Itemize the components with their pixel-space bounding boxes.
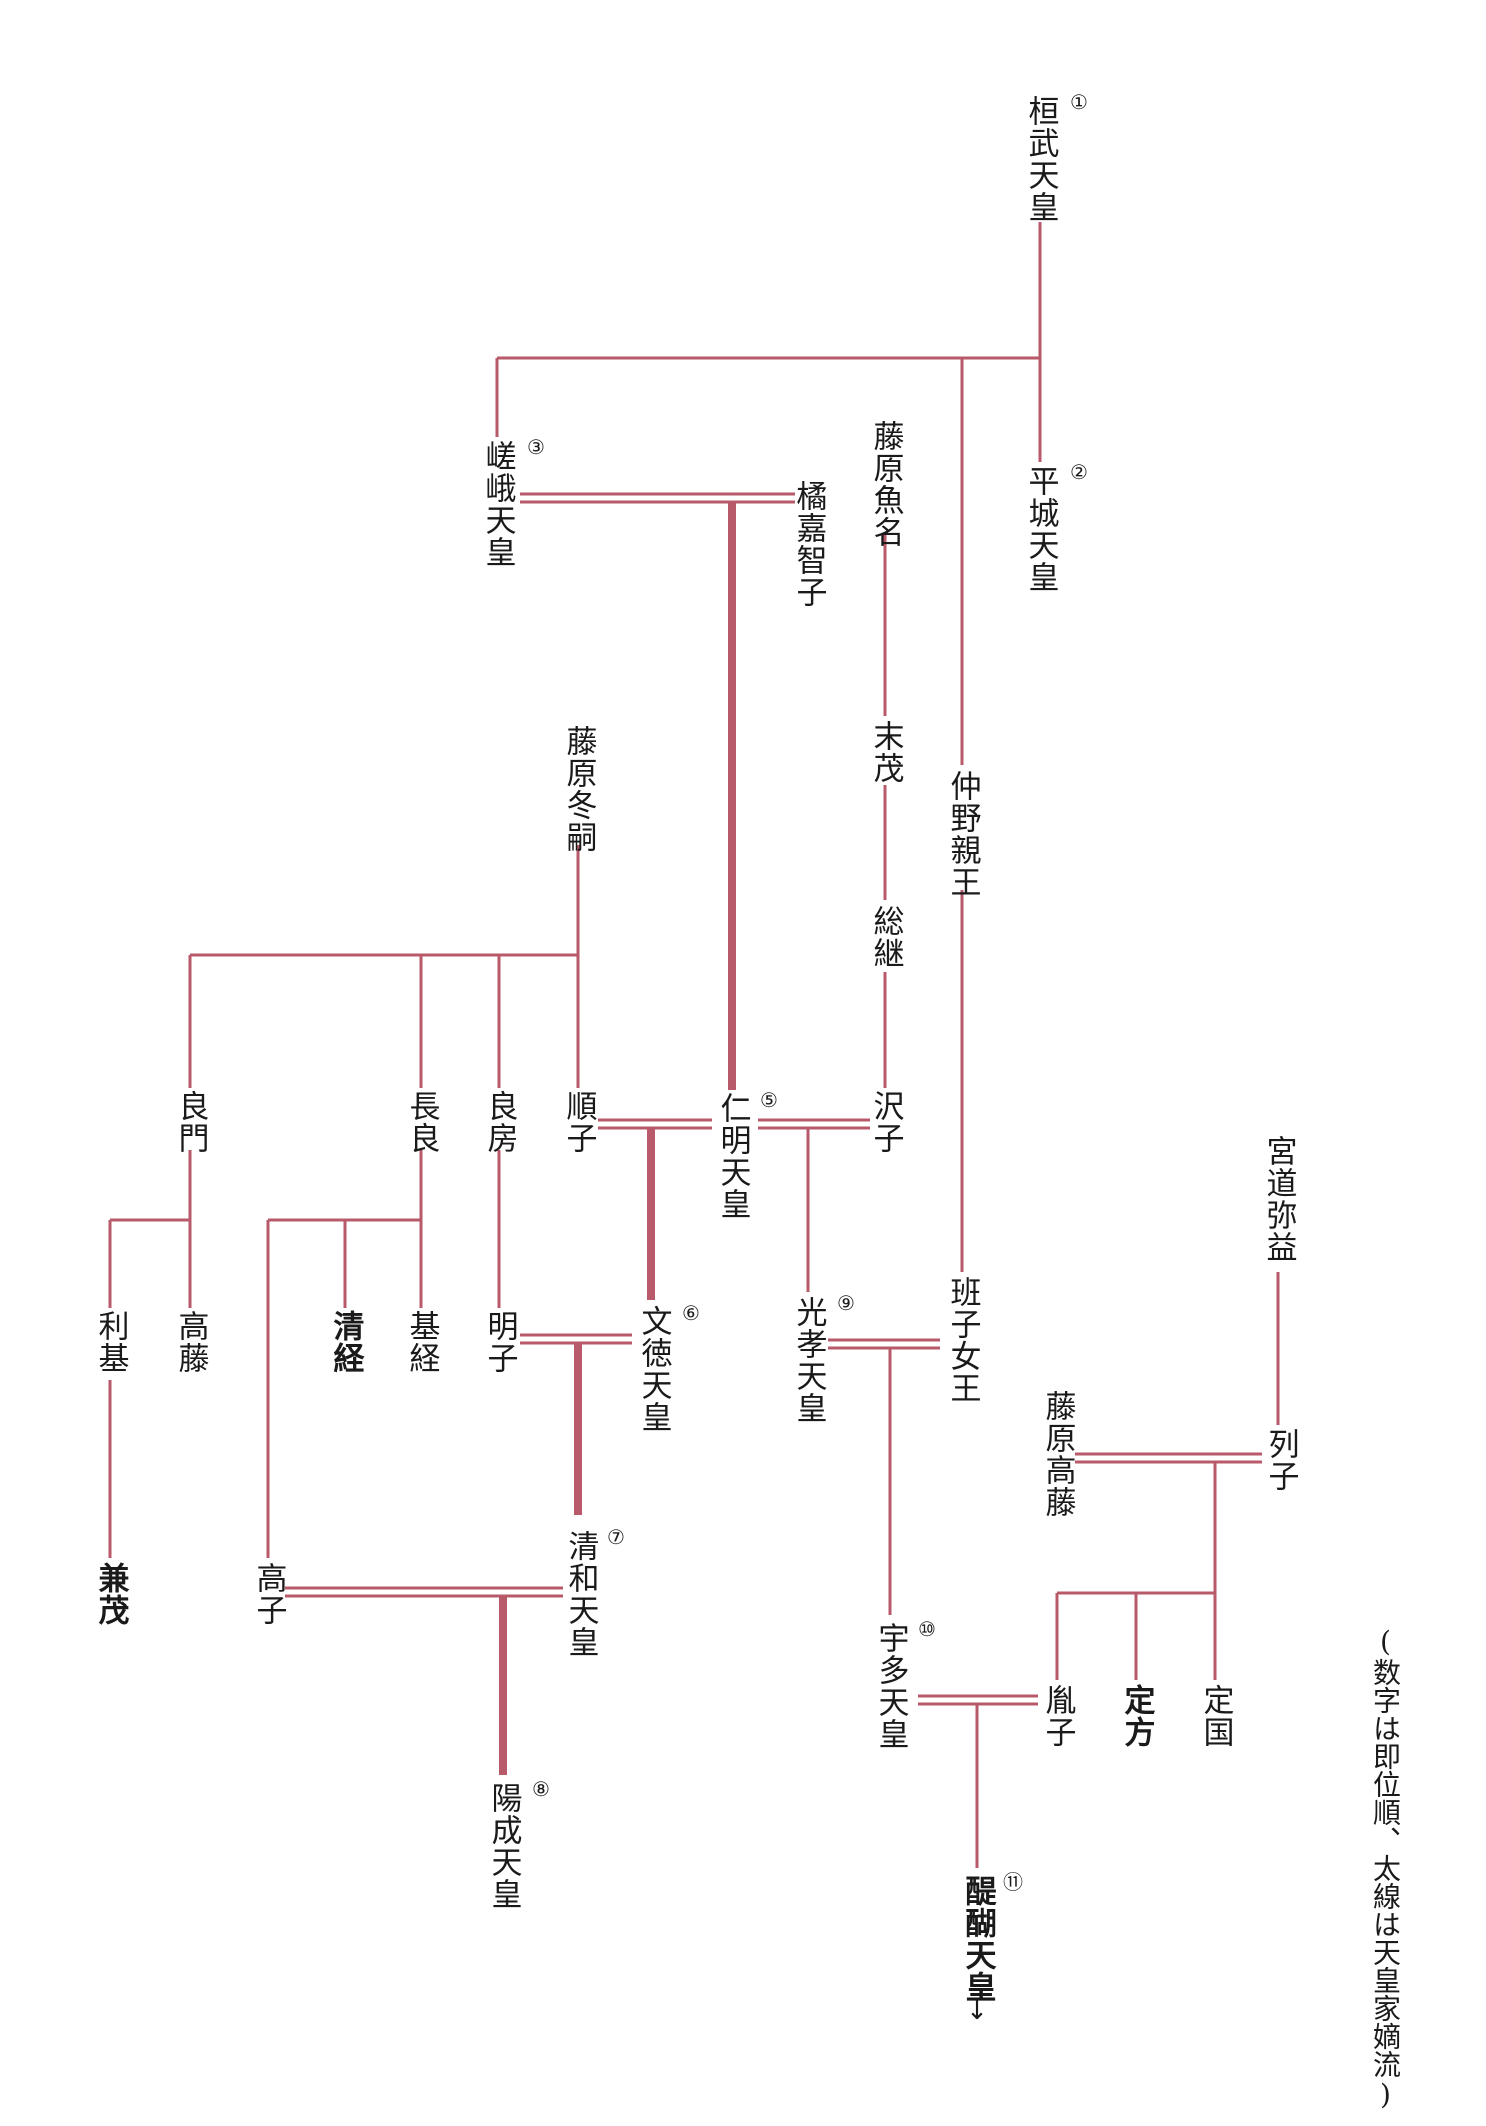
continues-down-arrow-icon: ↓ — [966, 1996, 988, 2026]
order-badge-uda: ⑩ — [918, 1617, 936, 1641]
person-sadakata: 定方 — [1118, 1684, 1155, 1748]
order-badge-seiwa: ⑦ — [607, 1525, 625, 1549]
person-koko: 光孝天皇 — [790, 1296, 827, 1424]
person-fujiwara-fuyutsugu: 藤原冬嗣 — [560, 725, 597, 853]
order-badge-saga: ③ — [527, 435, 545, 459]
person-saga: 嵯峨天皇 — [479, 440, 516, 568]
person-nagara: 長良 — [403, 1090, 440, 1154]
person-miyaji-iyamasu: 宮道弥益 — [1260, 1135, 1297, 1263]
person-kanemochi: 兼茂 — [92, 1562, 129, 1626]
person-yoshikado: 良門 — [172, 1090, 209, 1154]
person-akirakeiko: 明子 — [481, 1310, 518, 1374]
person-montoku: 文徳天皇 — [635, 1305, 672, 1433]
person-fusatsugu: 総継 — [867, 905, 904, 969]
person-takafuji-son: 高藤 — [172, 1310, 209, 1374]
person-heizei: 平城天皇 — [1022, 465, 1059, 593]
person-fujiwara-uona: 藤原魚名 — [867, 420, 904, 548]
order-badge-ninmyo: ⑤ — [760, 1088, 778, 1112]
person-nakano-shinno: 仲野親王 — [944, 770, 981, 898]
person-suemochi: 末茂 — [867, 720, 904, 784]
order-badge-montoku: ⑥ — [682, 1301, 700, 1325]
person-resshi: 列子 — [1262, 1428, 1299, 1492]
person-takaiko: 高子 — [250, 1562, 287, 1626]
order-badge-yozei: ⑧ — [532, 1777, 550, 1801]
person-tachibana-kachiko: 橘嘉智子 — [790, 480, 827, 608]
person-junshi: 順子 — [560, 1090, 597, 1154]
order-badge-kanmu: ① — [1070, 90, 1088, 114]
person-ninmyo: 仁明天皇 — [714, 1092, 751, 1220]
person-toshimoto: 利基 — [92, 1310, 129, 1374]
person-seiwa: 清和天皇 — [562, 1530, 599, 1658]
person-uda: 宇多天皇 — [872, 1622, 909, 1750]
person-daigo: 醍醐天皇 — [959, 1875, 996, 2003]
person-sadakuni: 定国 — [1197, 1684, 1234, 1748]
person-inshi: 胤子 — [1039, 1684, 1076, 1748]
legend-note: (数字は即位順、太線は天皇家嫡流) — [1369, 1625, 1402, 2111]
person-kiyotsune: 清経 — [327, 1310, 364, 1374]
person-mototsune: 基経 — [403, 1310, 440, 1374]
person-yoshifusa: 良房 — [481, 1090, 518, 1154]
person-fujiwara-takafuji: 藤原高藤 — [1039, 1390, 1076, 1518]
person-kanmu: 桓武天皇 — [1022, 95, 1059, 223]
person-yozei: 陽成天皇 — [485, 1782, 522, 1910]
order-badge-koko: ⑨ — [837, 1291, 855, 1315]
person-takushi: 沢子 — [867, 1090, 904, 1154]
order-badge-heizei: ② — [1070, 460, 1088, 484]
order-badge-daigo: ⑪ — [1003, 1870, 1023, 1894]
person-hanshi-joo: 班子女王 — [944, 1276, 981, 1404]
